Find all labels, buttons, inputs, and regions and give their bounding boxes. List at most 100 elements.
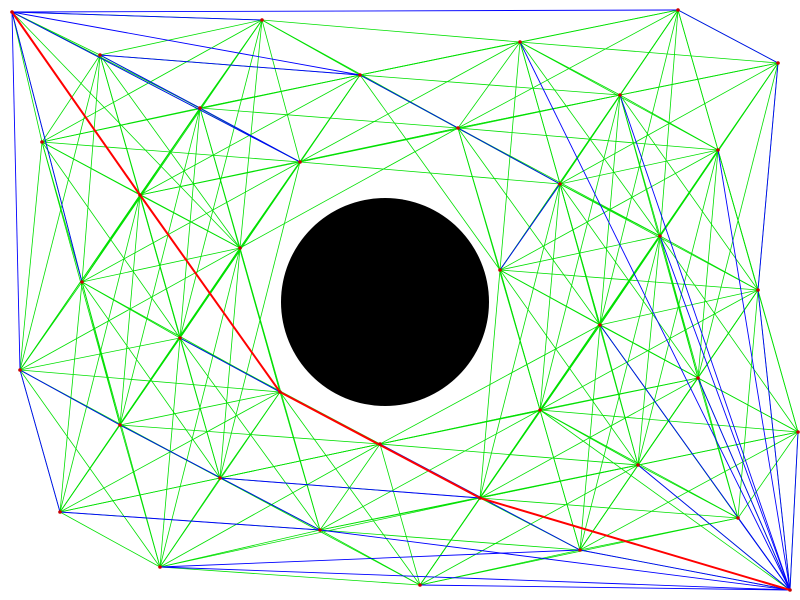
graph-node [318,528,322,532]
visibility-edge [659,9,679,237]
visibility-edge [261,19,521,43]
visibility-edge [199,107,459,129]
visibility-edge [359,74,501,271]
visibility-edge [659,235,759,291]
visibility-edge [539,94,621,411]
visibility-edge [697,377,799,433]
tree-edge [499,183,561,271]
visibility-edge [41,141,181,339]
visibility-edge [637,235,661,466]
tree-edge [11,9,679,13]
visibility-edge [457,127,601,326]
tree-edge [159,566,791,591]
visibility-edge [119,424,161,568]
graph-node [578,548,582,552]
visibility-edge [59,477,221,513]
graph-node [218,476,222,480]
graph-node [238,246,242,250]
tree-edge [757,62,779,291]
graph-node [716,148,720,152]
graph-node [178,336,182,340]
visibility-edge [119,194,141,426]
graph-node [796,430,800,434]
obstacle-layer [281,198,489,406]
tree-edge [737,517,791,591]
visibility-edge [279,391,421,586]
tree-edge [59,511,321,531]
graph-node [736,516,740,520]
tree-edge [11,11,301,163]
graph-node [40,140,44,144]
visibility-edge [419,549,581,586]
tree-edge [717,149,791,591]
visibility-edge [697,149,719,379]
visibility-edge [559,62,779,185]
tree-edge [419,584,791,591]
visibility-edge [159,443,381,568]
visibility-edge [457,9,679,129]
visibility-edge [41,141,301,163]
graph-node [618,93,622,97]
graph-node [260,18,264,22]
visibility-edge [319,443,381,531]
tree-edge [637,464,791,591]
visibility-edge [319,529,581,551]
graph-node [636,463,640,467]
visibility-edge [19,369,281,393]
visibility-edge [379,324,601,445]
tree-edge [11,11,361,76]
graph-node [558,182,562,186]
graph-node [538,408,542,412]
visibility-edge [479,269,501,499]
tree-edge [19,369,121,426]
visibility-edge [239,127,459,249]
tree-edge [19,369,61,513]
visibility-edge [159,477,221,568]
graph-node [498,268,502,272]
graph-node [418,583,422,587]
visibility-edge [19,337,181,371]
visibility-edge [599,289,759,326]
visibility-edge [559,149,719,185]
visibility-edge [41,107,201,143]
tree-edge [99,54,361,76]
visibility-edge [41,19,263,143]
visibility-edge [419,464,639,586]
visibility-edge [99,19,263,56]
graph-node [278,390,282,394]
visibility-edge [119,391,281,426]
graph-node [138,193,142,197]
visibility-edge [59,424,121,513]
shortest-path [11,11,791,591]
graph-node [298,160,302,164]
visibility-edge [19,141,43,371]
visibility-edge [19,281,83,371]
visibility-edge [59,391,281,513]
node-layer [10,8,800,592]
visibility-edge [419,497,481,586]
tree-edge [319,529,791,591]
visibility-edge [539,409,791,591]
graph-node [658,234,662,238]
visibility-edge [619,94,719,151]
visibility-edge [479,377,699,499]
tree-edge [579,549,791,591]
visibility-edge [579,464,639,551]
tree-edge [11,11,263,21]
tree-edge [457,127,561,185]
tree-edge [11,11,21,371]
visibility-edge [159,337,181,568]
graph-node [158,565,162,569]
visibility-edge [299,161,561,185]
graph-node [776,61,780,65]
visibility-edge [499,269,759,291]
visibility-edge [319,497,481,531]
tree-edge [697,377,791,591]
graph-node [358,73,362,77]
tree-edge [11,11,83,283]
graph-node [198,106,202,110]
tree-edge [179,337,281,393]
visibility-edge [757,289,799,433]
visibility-edge [359,74,621,96]
